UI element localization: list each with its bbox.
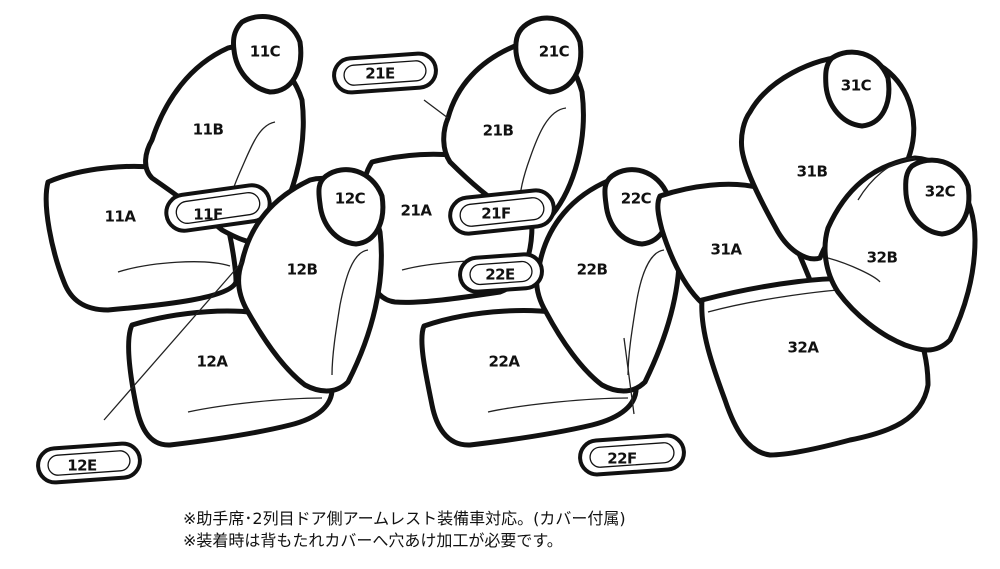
label-22C: 22C xyxy=(621,190,652,208)
label-31C: 31C xyxy=(841,77,872,95)
label-21F: 21F xyxy=(481,205,511,223)
armrest-11F xyxy=(164,183,272,233)
leader-12E xyxy=(103,261,243,421)
seat-22 xyxy=(419,167,682,448)
seat-12 xyxy=(126,167,386,448)
label-22B: 22B xyxy=(577,261,608,279)
seat-32C-headrest xyxy=(903,157,972,237)
label-22F: 22F xyxy=(607,450,637,468)
label-11C: 11C xyxy=(250,43,281,61)
label-11A: 11A xyxy=(105,208,137,226)
seat-22-headrest xyxy=(602,167,672,247)
label-11F: 11F xyxy=(193,206,223,224)
label-32B: 32B xyxy=(867,249,898,267)
armrest-22E xyxy=(458,252,544,294)
note-drilling-required: ※装着時は背もたれカバーへ穴あけ加工が必要です。 xyxy=(183,531,563,550)
seat-21-headrest xyxy=(513,15,584,95)
label-32A: 32A xyxy=(788,339,820,357)
label-31A: 31A xyxy=(711,241,743,259)
label-12E: 12E xyxy=(67,457,97,475)
seat-31C-headrest xyxy=(823,49,892,129)
label-12C: 12C xyxy=(335,190,366,208)
label-21E: 21E xyxy=(365,65,395,83)
label-11B: 11B xyxy=(193,121,224,139)
armrest-21E xyxy=(332,51,438,95)
label-21A: 21A xyxy=(401,202,433,220)
leader-21E xyxy=(423,99,449,119)
label-32C: 32C xyxy=(925,183,956,201)
label-21C: 21C xyxy=(539,43,570,61)
armrest-12E xyxy=(36,441,142,485)
seat-11 xyxy=(43,14,306,313)
label-21B: 21B xyxy=(483,122,514,140)
leader-22F xyxy=(623,337,635,415)
seat-21 xyxy=(358,15,586,305)
label-31B: 31B xyxy=(797,163,828,181)
armrest-21F xyxy=(448,188,556,236)
label-22E: 22E xyxy=(485,266,515,284)
armrest-22F xyxy=(578,433,686,477)
seat-3rd-row xyxy=(655,49,978,458)
note-armrest-compatibility: ※助手席･2列目ドア側アームレスト装備車対応。(カバー付属) xyxy=(183,509,626,528)
label-12B: 12B xyxy=(287,261,318,279)
label-12A: 12A xyxy=(197,353,229,371)
seat-11-headrest xyxy=(231,14,304,95)
seat-12-headrest xyxy=(316,167,386,247)
label-22A: 22A xyxy=(489,353,521,371)
